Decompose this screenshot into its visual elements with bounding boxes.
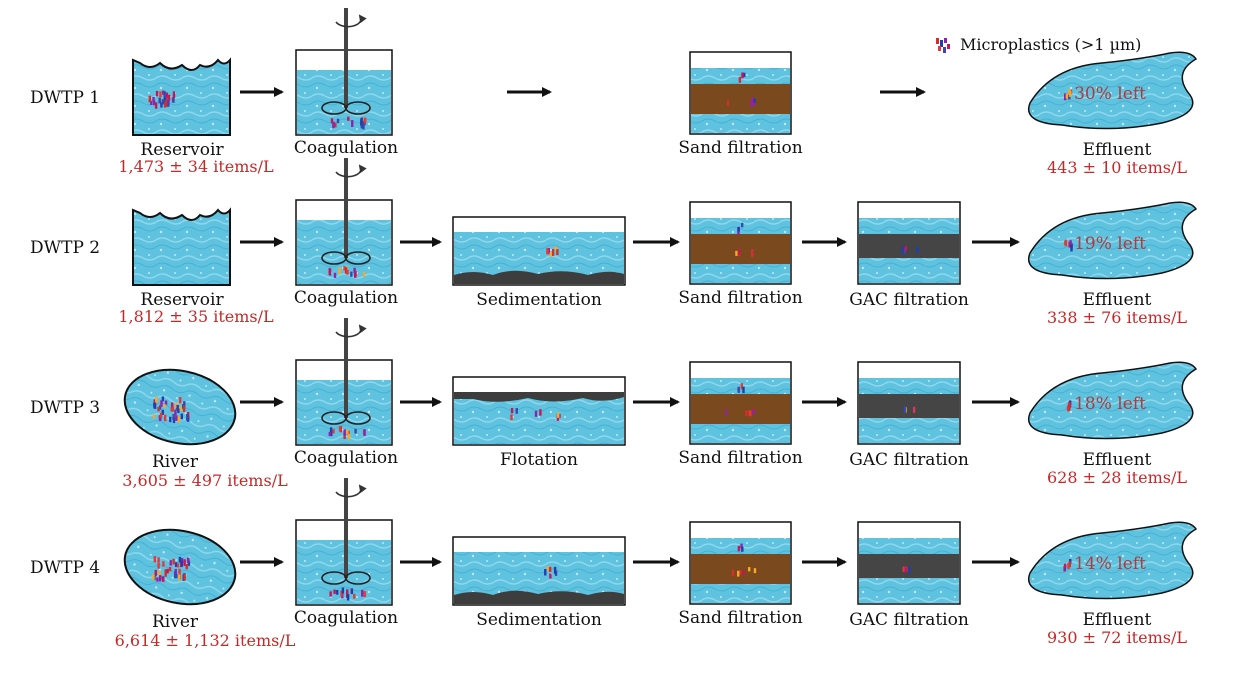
rotation-arrow-icon bbox=[335, 484, 367, 498]
coagulation-tank bbox=[295, 318, 393, 446]
coagulation-tank bbox=[295, 478, 393, 606]
row-label: DWTP 3 bbox=[30, 398, 100, 418]
percent-left-label: 19% left bbox=[1074, 234, 1146, 254]
row-label: DWTP 1 bbox=[30, 88, 100, 108]
percent-left-label: 18% left bbox=[1074, 394, 1146, 414]
gac-filter bbox=[857, 521, 961, 605]
effluent-value: 443 ± 10 items/L bbox=[1047, 158, 1187, 177]
coagulation-tank bbox=[295, 158, 393, 286]
sedimentation-tank bbox=[452, 536, 626, 606]
sand-filter bbox=[689, 521, 792, 605]
coagulation-label: Coagulation bbox=[294, 608, 398, 628]
reservoir-source bbox=[132, 207, 231, 286]
source-value: 1,812 ± 35 items/L bbox=[118, 307, 274, 326]
row-label: DWTP 4 bbox=[30, 558, 100, 578]
coagulation-tank bbox=[295, 8, 393, 136]
source-label: River bbox=[152, 452, 199, 472]
sedimentation-tank bbox=[452, 216, 626, 286]
sand-filtration-label: Sand filtration bbox=[678, 448, 802, 468]
effluent-water: 14% left bbox=[1028, 521, 1198, 600]
source-value: 6,614 ± 1,132 items/L bbox=[115, 631, 296, 650]
rotation-arrow-icon bbox=[335, 164, 367, 178]
effluent-water: 19% left bbox=[1028, 201, 1198, 280]
source-value: 1,473 ± 34 items/L bbox=[118, 157, 274, 176]
gac-filtration-label: GAC filtration bbox=[849, 610, 969, 630]
coagulation-label: Coagulation bbox=[294, 288, 398, 308]
percent-left-label: 30% left bbox=[1074, 84, 1146, 104]
sand-filtration-label: Sand filtration bbox=[678, 138, 802, 158]
effluent-value: 628 ± 28 items/L bbox=[1047, 468, 1187, 487]
settling-label: Flotation bbox=[500, 450, 578, 470]
microplastic-particle-icon bbox=[936, 38, 950, 53]
effluent-water: 30% left bbox=[1028, 51, 1198, 130]
row-label: DWTP 2 bbox=[30, 238, 100, 258]
gac-filter bbox=[857, 201, 961, 285]
settling-label: Sedimentation bbox=[476, 610, 602, 630]
river-source bbox=[123, 528, 237, 606]
legend: Microplastics (>1 µm) bbox=[936, 35, 1141, 54]
sand-filter bbox=[689, 51, 792, 135]
percent-left-label: 14% left bbox=[1074, 554, 1146, 574]
source-value: 3,605 ± 497 items/L bbox=[122, 471, 288, 490]
sand-filtration-label: Sand filtration bbox=[678, 288, 802, 308]
gac-filter bbox=[857, 361, 961, 445]
river-source bbox=[123, 368, 237, 446]
sand-filtration-label: Sand filtration bbox=[678, 608, 802, 628]
effluent-water: 18% left bbox=[1028, 361, 1198, 440]
effluent-value: 338 ± 76 items/L bbox=[1047, 308, 1187, 327]
source-label: Reservoir bbox=[140, 140, 224, 160]
effluent-label: Effluent bbox=[1083, 290, 1152, 310]
gac-filtration-label: GAC filtration bbox=[849, 290, 969, 310]
coagulation-label: Coagulation bbox=[294, 138, 398, 158]
sand-filter bbox=[689, 361, 792, 445]
rotation-arrow-icon bbox=[335, 324, 367, 338]
effluent-label: Effluent bbox=[1083, 140, 1152, 160]
source-label: Reservoir bbox=[140, 290, 224, 310]
reservoir-source bbox=[132, 57, 231, 136]
effluent-value: 930 ± 72 items/L bbox=[1047, 628, 1187, 647]
gac-filtration-label: GAC filtration bbox=[849, 450, 969, 470]
rotation-arrow-icon bbox=[335, 14, 367, 28]
flotation-tank bbox=[452, 376, 626, 446]
settling-label: Sedimentation bbox=[476, 290, 602, 310]
source-label: River bbox=[152, 612, 199, 632]
effluent-label: Effluent bbox=[1083, 610, 1152, 630]
sand-filter bbox=[689, 201, 792, 285]
effluent-label: Effluent bbox=[1083, 450, 1152, 470]
coagulation-label: Coagulation bbox=[294, 448, 398, 468]
legend-label: Microplastics (>1 µm) bbox=[960, 35, 1141, 54]
